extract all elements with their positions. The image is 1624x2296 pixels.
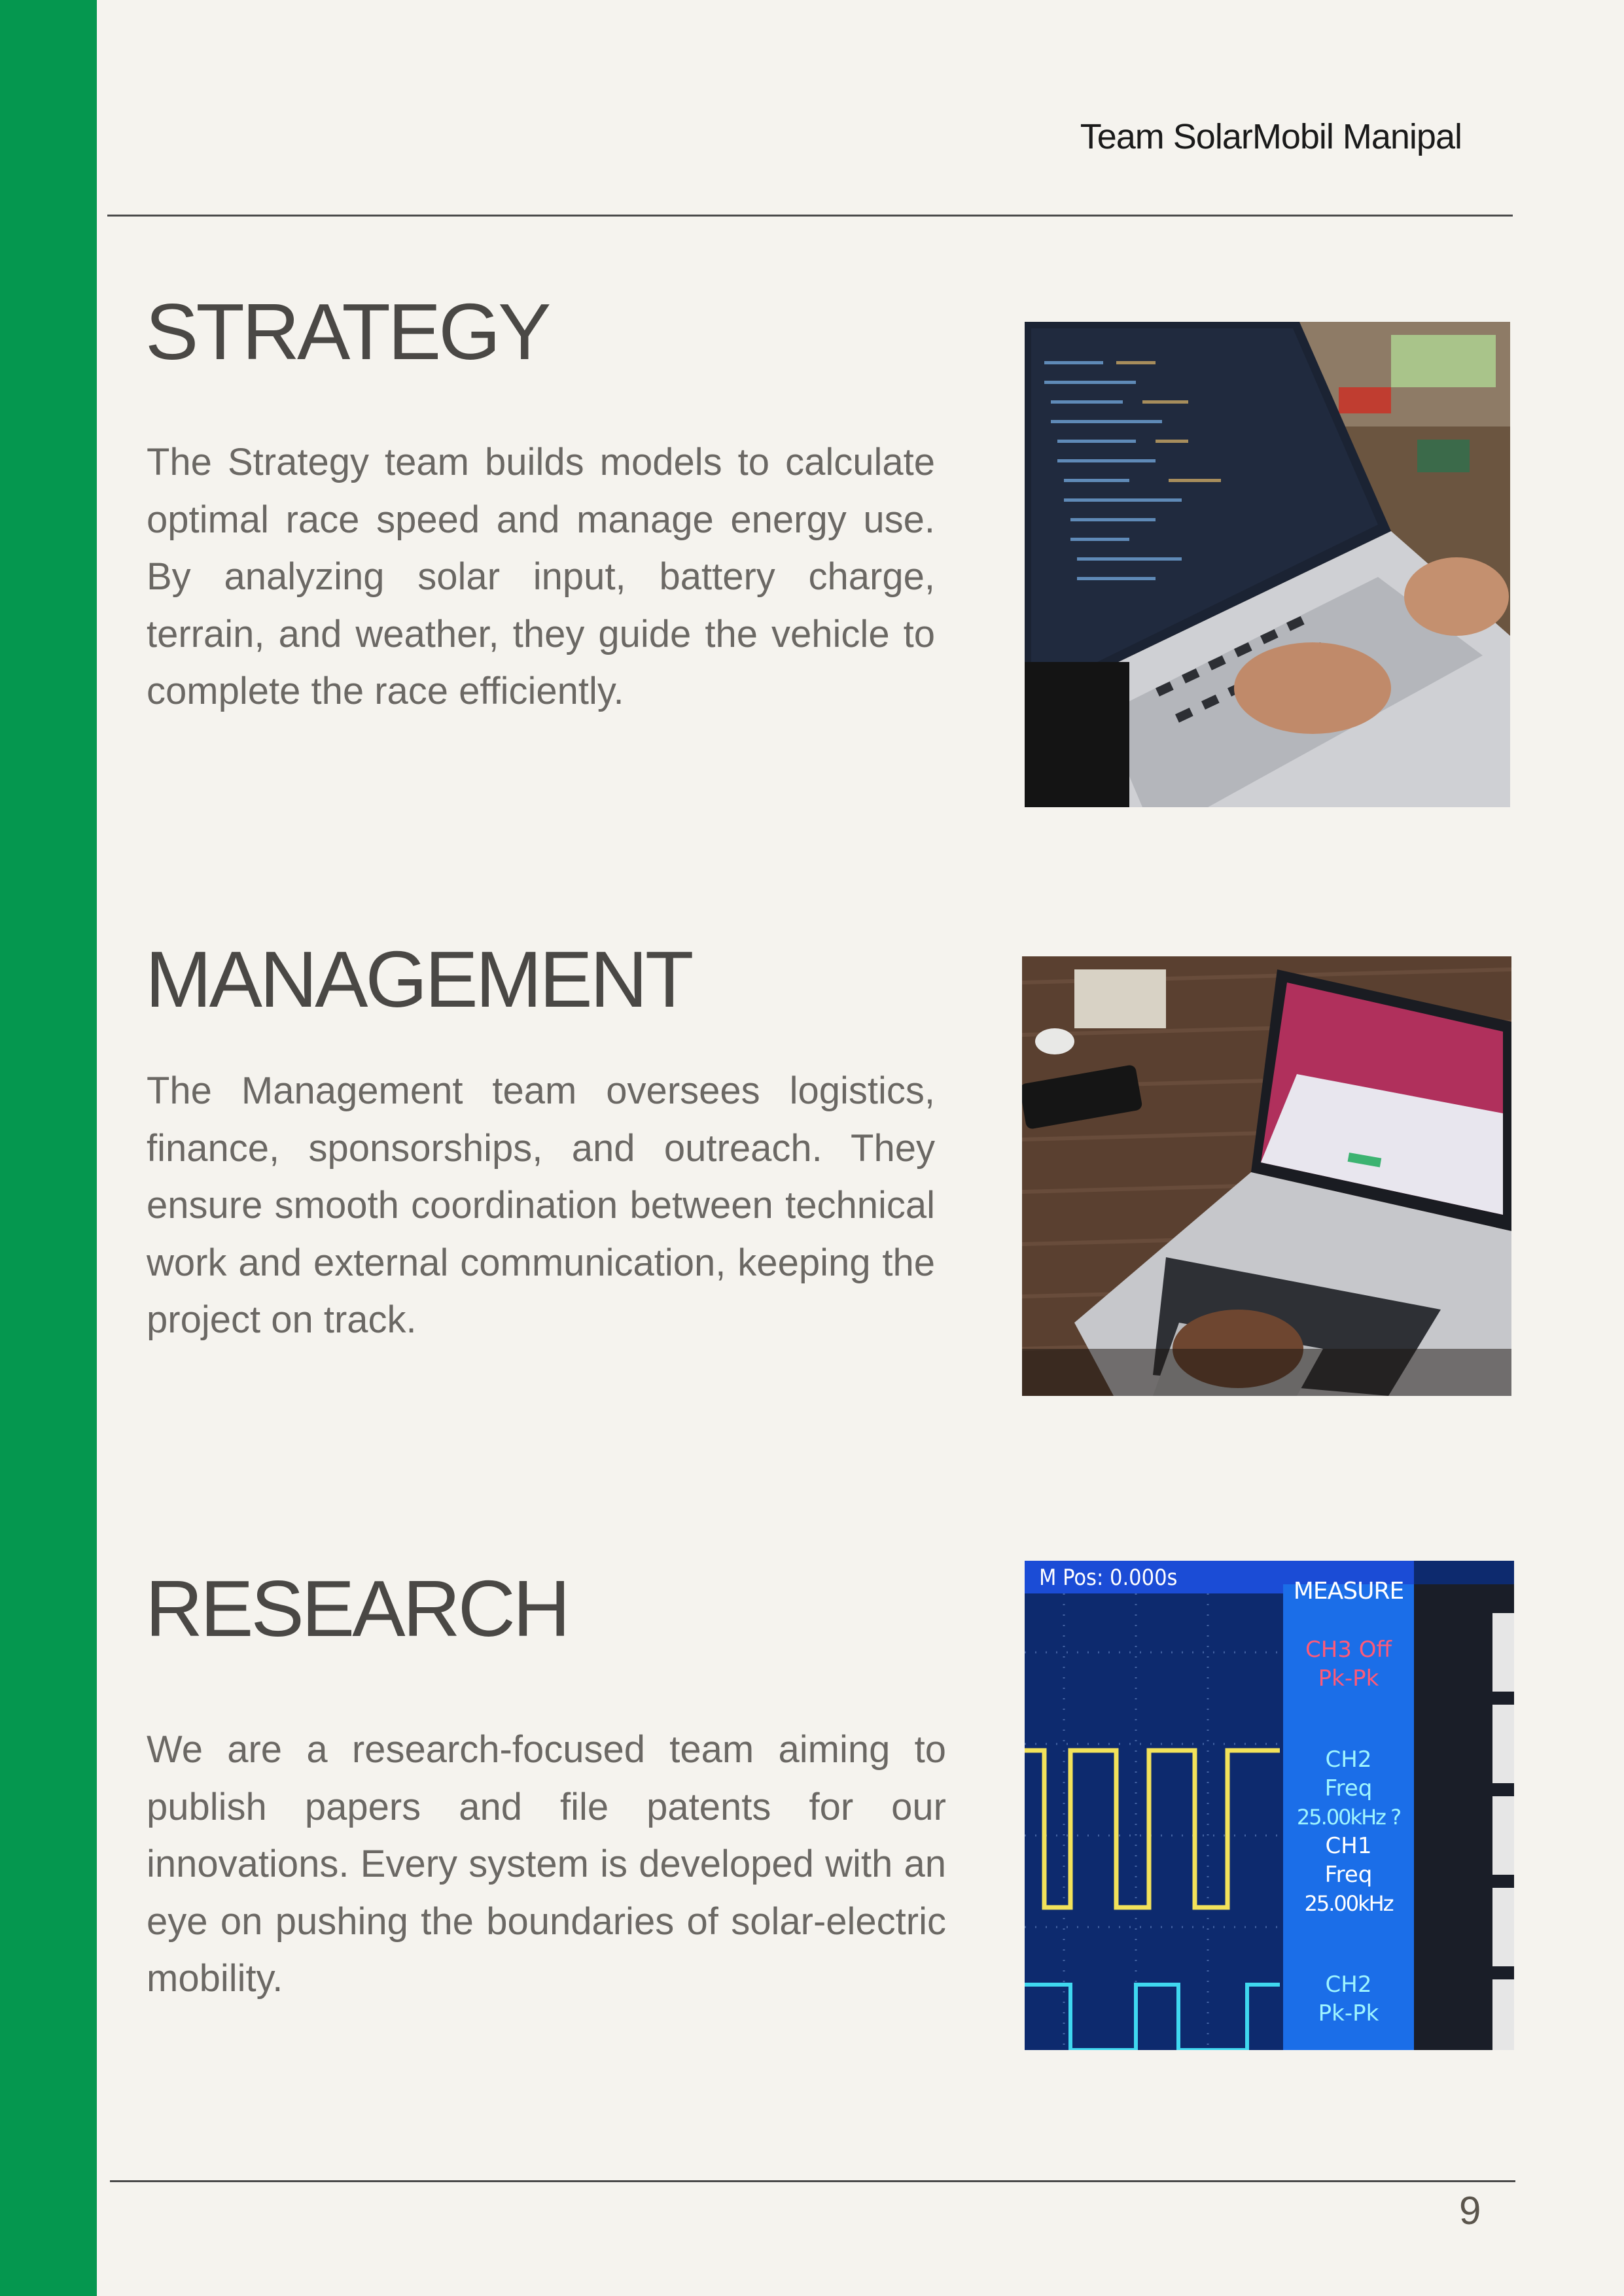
- oscilloscope-pk-pk-label-2: Pk-Pk: [1318, 2000, 1379, 2026]
- green-side-bar: [0, 0, 97, 2296]
- section-body-strategy: The Strategy team builds models to calcu…: [147, 441, 935, 712]
- oscilloscope-ch2-label: CH2: [1325, 1747, 1372, 1773]
- section-title-research: RESEARCH: [145, 1564, 571, 1653]
- oscilloscope-photo: M Pos: 0.000s MEASURE CH3 Off Pk-Pk CH2 …: [1025, 1561, 1514, 2050]
- oscilloscope-waveforms: [1025, 1584, 1514, 2050]
- oscilloscope-freq-label-2: Freq: [1324, 1862, 1373, 1888]
- section-body-management: The Management team oversees logistics, …: [147, 1070, 935, 1341]
- footer-divider: [110, 2180, 1515, 2182]
- section-title-strategy: STRATEGY: [145, 287, 551, 376]
- oscilloscope-ch1-label: CH1: [1325, 1833, 1372, 1859]
- oscilloscope-ch3-off: CH3 Off: [1305, 1637, 1392, 1663]
- page-number: 9: [1459, 2189, 1481, 2233]
- oscilloscope-ch2-label-2: CH2: [1325, 1972, 1372, 1998]
- oscilloscope-ch2-freq-value: 25.00kHz ?: [1296, 1805, 1402, 1830]
- section-title-management: MANAGEMENT: [145, 935, 694, 1024]
- header-divider: [107, 215, 1513, 217]
- oscilloscope-menu-title: MEASURE: [1293, 1578, 1404, 1605]
- laptop-website-photo: [1022, 956, 1511, 1396]
- oscilloscope-pk-pk-label: Pk-Pk: [1318, 1665, 1379, 1692]
- oscilloscope-position-readout: M Pos: 0.000s: [1039, 1565, 1178, 1591]
- laptop-code-photo: [1025, 322, 1510, 807]
- header-team-name: Team SolarMobil Manipal: [1080, 117, 1462, 156]
- oscilloscope-ch1-freq-value: 25.00kHz: [1304, 1891, 1394, 1916]
- section-body-research: We are a research-focused team aiming to…: [147, 1728, 946, 2000]
- oscilloscope-menu-panel: [1283, 1584, 1414, 2050]
- oscilloscope-freq-label: Freq: [1324, 1775, 1373, 1801]
